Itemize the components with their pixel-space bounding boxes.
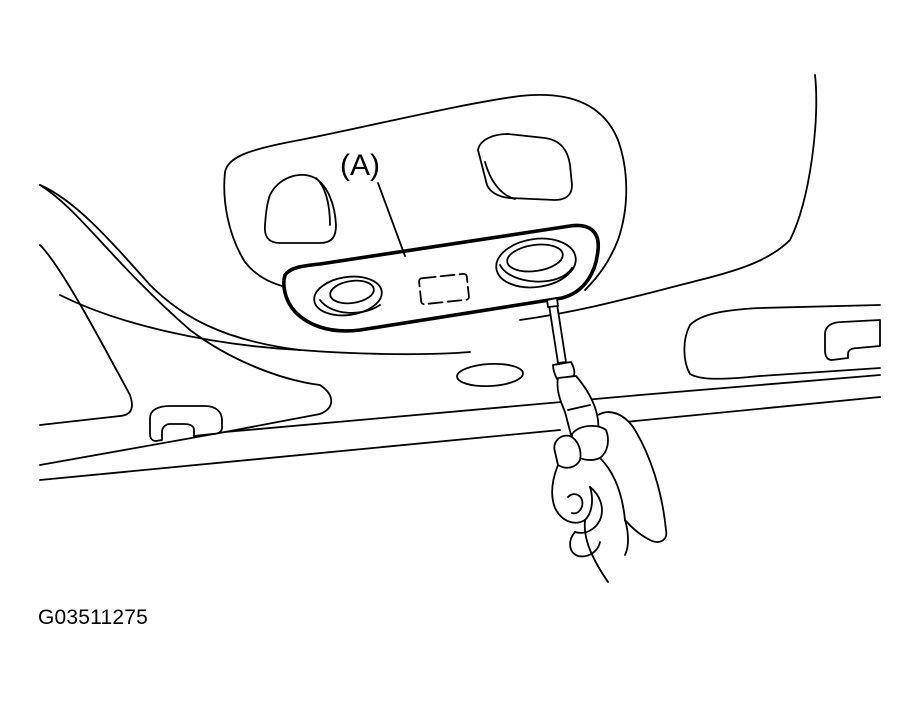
- right-visor-clip: [824, 319, 881, 361]
- left-visor-clip: [149, 405, 223, 442]
- left-map-lamp-lens: [313, 275, 383, 317]
- headliner-outline: [39, 74, 881, 481]
- right-storage-opening: [477, 133, 573, 201]
- lamp-switch: [418, 272, 470, 306]
- callout-a: (A): [340, 149, 406, 257]
- callout-label: (A): [340, 149, 380, 182]
- figure-id-code: G03511275: [38, 606, 149, 629]
- overhead-console-housing: [223, 94, 628, 291]
- callout-leader-line: [377, 182, 406, 257]
- dome-light-lens: [456, 362, 524, 388]
- hand: [551, 411, 668, 583]
- left-storage-opening: [263, 173, 337, 244]
- right-map-lamp-lens: [495, 237, 577, 289]
- map-lamp-outline: [282, 223, 600, 333]
- map-lamp-assembly: [282, 223, 600, 333]
